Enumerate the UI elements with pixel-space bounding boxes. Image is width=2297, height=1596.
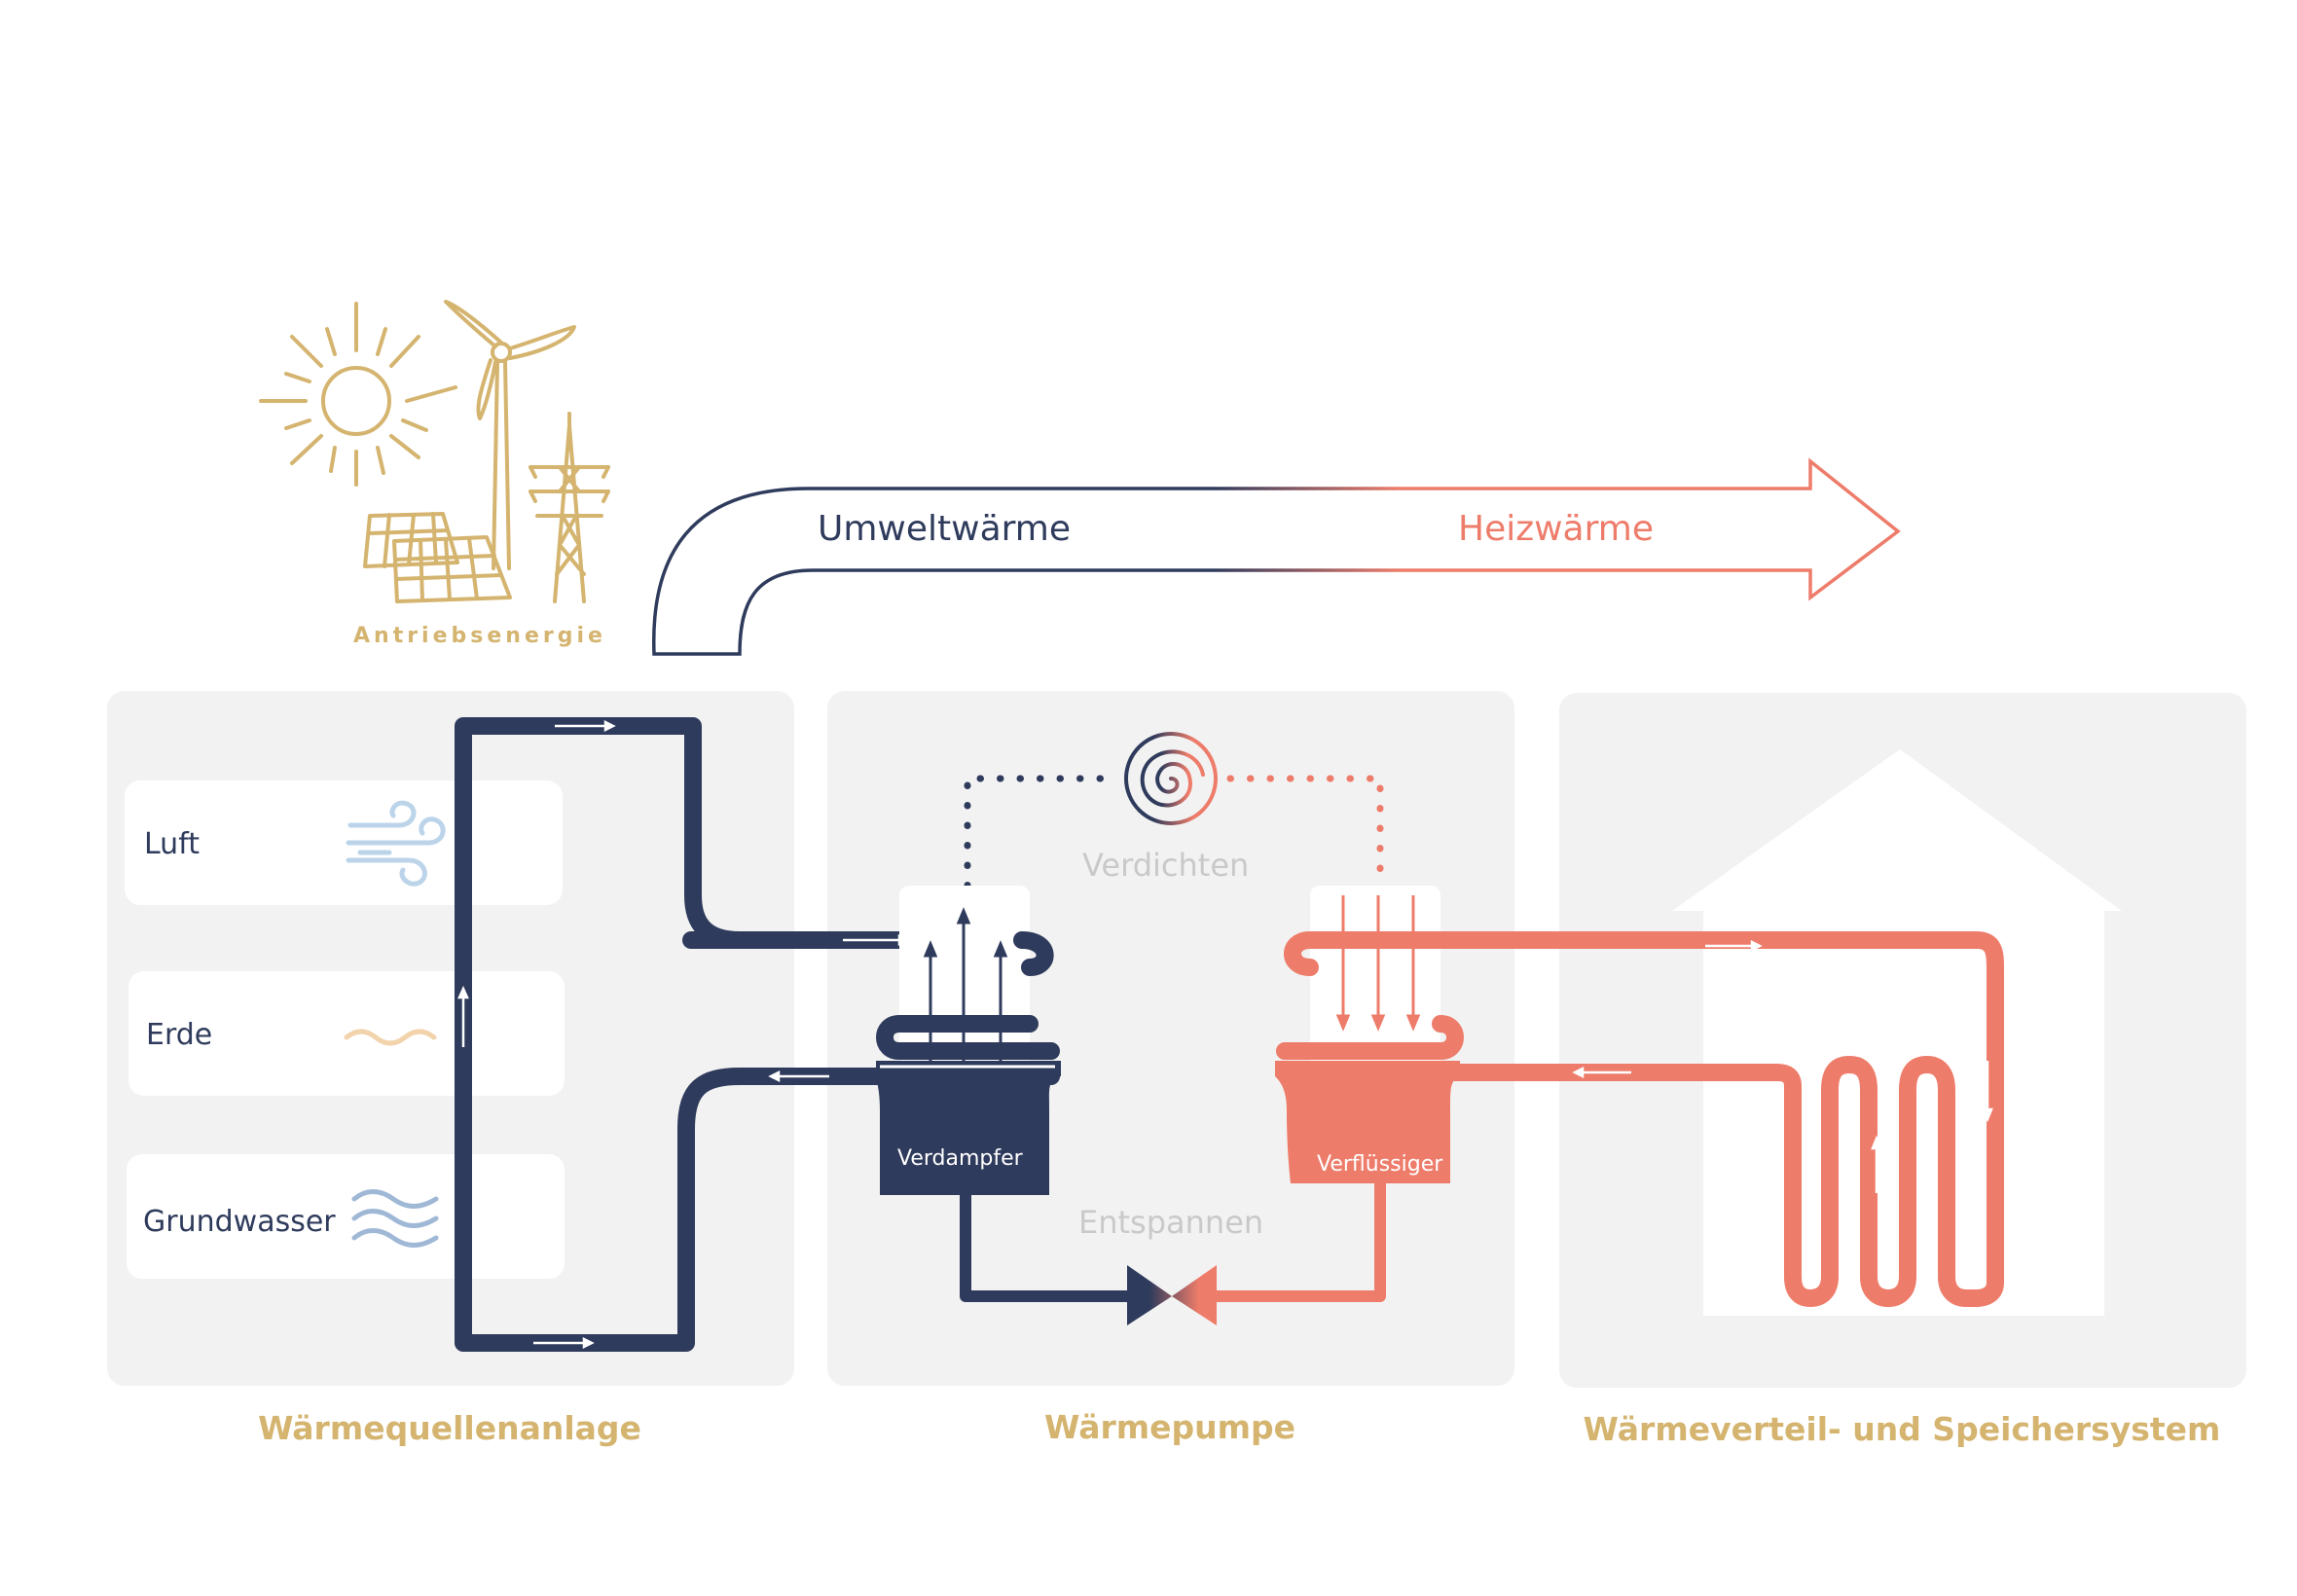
earth-wave-icon [344,1029,437,1046]
evaporator-label: Verdampfer [897,1146,1024,1171]
distribution-panel-title: Wärmeverteil- und Speichersystem [1584,1410,2221,1448]
source-label-luft: Luft [144,827,200,861]
expansion-valve-icon [1127,1265,1217,1325]
condenser-pipe [1276,931,1464,1060]
source-panel-title: Wärmequellenanlage [258,1409,641,1447]
source-label-grundwasser: Grundwasser [143,1205,336,1239]
verdichten-label: Verdichten [1082,847,1249,884]
evaporator-pipe [876,931,1060,1060]
compressor-spiral-icon [1124,732,1218,825]
wind-icon [346,800,446,887]
evaporator-flow-markers [923,907,1008,1070]
source-label-erde: Erde [146,1018,212,1052]
condenser-label: Verflüssiger [1317,1152,1443,1177]
energy-source-group [259,300,610,603]
flow-arrow [652,457,1901,656]
source-flow-markers [457,719,910,1350]
evaporator-body [876,1061,1061,1195]
umweltwaerme-label: Umweltwärme [818,509,1071,549]
heizwaerme-label: Heizwärme [1458,509,1654,549]
condenser-body [1275,1061,1460,1183]
expansion-pipe-navy [960,1195,1129,1302]
water-waves-icon [351,1189,439,1248]
pump-panel-title: Wärmepumpe [1044,1408,1295,1446]
solar-panel-icon [363,512,512,603]
expansion-pipe-coral [1205,1183,1386,1302]
source-card-luft [125,780,563,905]
distribution-flow-markers [1572,939,1993,1193]
sun-icon [259,302,457,487]
distribution-loop-pipe [1276,931,2004,1307]
power-pylon-icon [529,412,610,603]
compressor-dotted-line [964,775,1384,889]
wind-turbine-icon [444,300,576,570]
energy-label: Antriebsenergie [353,624,606,648]
condenser-flow-markers [1335,895,1421,1032]
pump-panel [827,691,1514,1386]
entspannen-label: Entspannen [1078,1204,1263,1241]
